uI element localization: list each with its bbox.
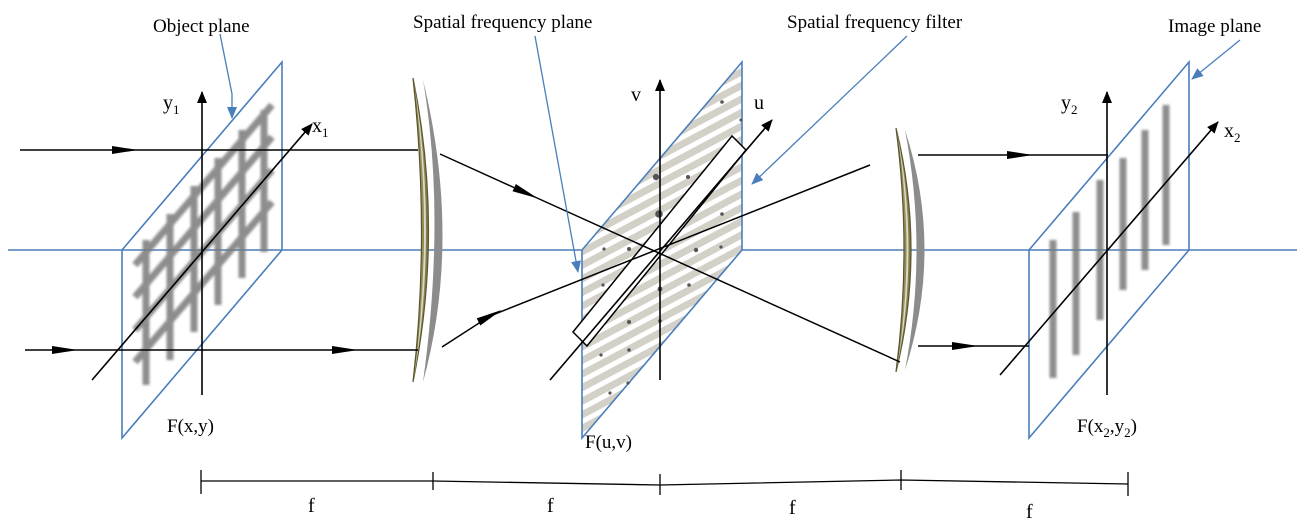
frequency-plane: v u F(u,v) [549, 59, 773, 453]
lens-1 [412, 77, 443, 383]
image-plane: y2 x2 F(x2,y2) [999, 59, 1241, 441]
frequency-filter-label: Spatial frequency filter [787, 12, 963, 33]
image-y-label: y2 [1061, 92, 1078, 117]
image-plane-frame [1028, 59, 1190, 441]
frequency-u-axis [549, 119, 773, 381]
distance-label-2: f [547, 495, 554, 517]
object-plane-label: Object plane [153, 16, 250, 37]
object-x-label: x1 [312, 115, 329, 140]
object-plane-leader [219, 33, 237, 119]
object-y-label: y1 [163, 92, 180, 117]
frequency-function-label: F(u,v) [585, 432, 632, 453]
object-plane-frame [121, 59, 283, 441]
lens-2 [895, 127, 925, 373]
distance-label-3: f [789, 497, 796, 519]
focal-length-dimension [200, 470, 1129, 496]
image-plane-leader [1191, 39, 1241, 80]
image-x-axis [999, 121, 1219, 376]
frequency-plane-label: Spatial frequency plane [413, 12, 592, 33]
image-function-label: F(x2,y2) [1077, 416, 1137, 440]
light-rays [20, 146, 1108, 363]
image-x-label: x2 [1224, 120, 1241, 145]
distance-label-4: f [1026, 501, 1033, 523]
image-grating-pattern [1049, 105, 1170, 378]
frequency-filter-leader [751, 35, 908, 185]
distance-label-1: f [308, 495, 315, 517]
ray-top-converging [439, 153, 901, 363]
object-plane: y1 x1 F(x,y) [91, 59, 329, 441]
image-plane-label: Image plane [1168, 16, 1261, 37]
frequency-plane-leader [534, 35, 581, 273]
object-x-axis [91, 123, 313, 381]
ray-bottom-converging [441, 164, 871, 348]
frequency-u-label: u [754, 92, 764, 114]
dimension-line [201, 479, 1129, 486]
frequency-v-label: v [631, 84, 641, 106]
object-function-label: F(x,y) [167, 416, 214, 437]
callouts: Object plane Spatial frequency plane Spa… [153, 12, 1261, 273]
